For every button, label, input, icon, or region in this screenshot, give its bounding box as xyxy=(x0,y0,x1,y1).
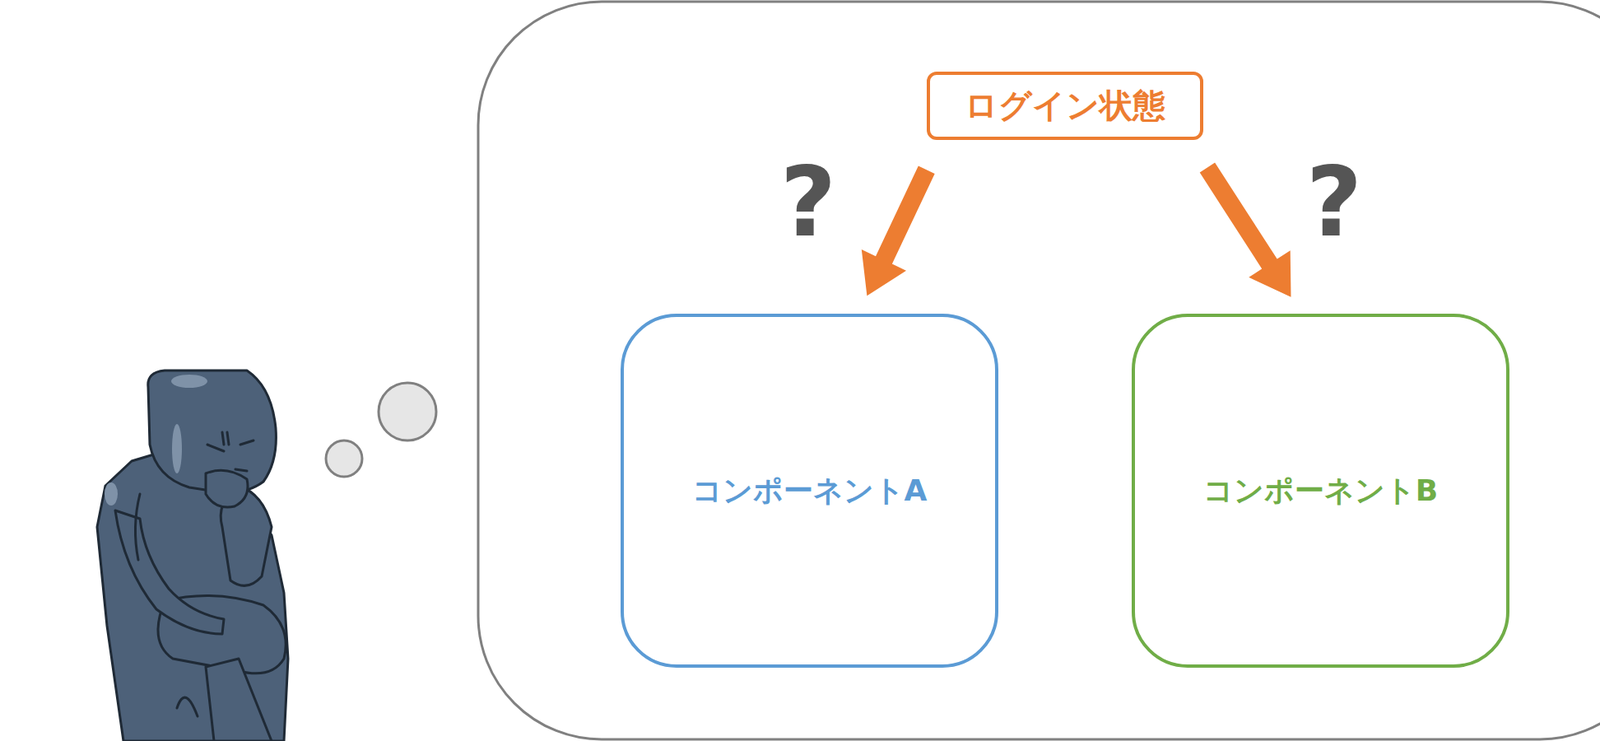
question-mark: ? xyxy=(780,153,837,251)
bubble-dot xyxy=(325,440,363,477)
question-mark: ? xyxy=(1306,153,1363,251)
node-text: コンポーネントB xyxy=(1203,470,1438,512)
thought-bubble xyxy=(478,1,1600,740)
bubble-dot xyxy=(378,382,437,441)
thinker-statue xyxy=(97,370,289,741)
arrow xyxy=(1200,162,1292,298)
statue-detail xyxy=(134,432,254,717)
component-box: コンポーネントB xyxy=(1131,313,1510,668)
state-box: ログイン状態 xyxy=(926,71,1204,140)
arrow xyxy=(861,166,935,297)
statue-highlight xyxy=(104,374,208,506)
node-text: コンポーネントA xyxy=(692,470,928,512)
node-text: ログイン状態 xyxy=(964,83,1166,129)
component-box: コンポーネントA xyxy=(620,313,999,668)
